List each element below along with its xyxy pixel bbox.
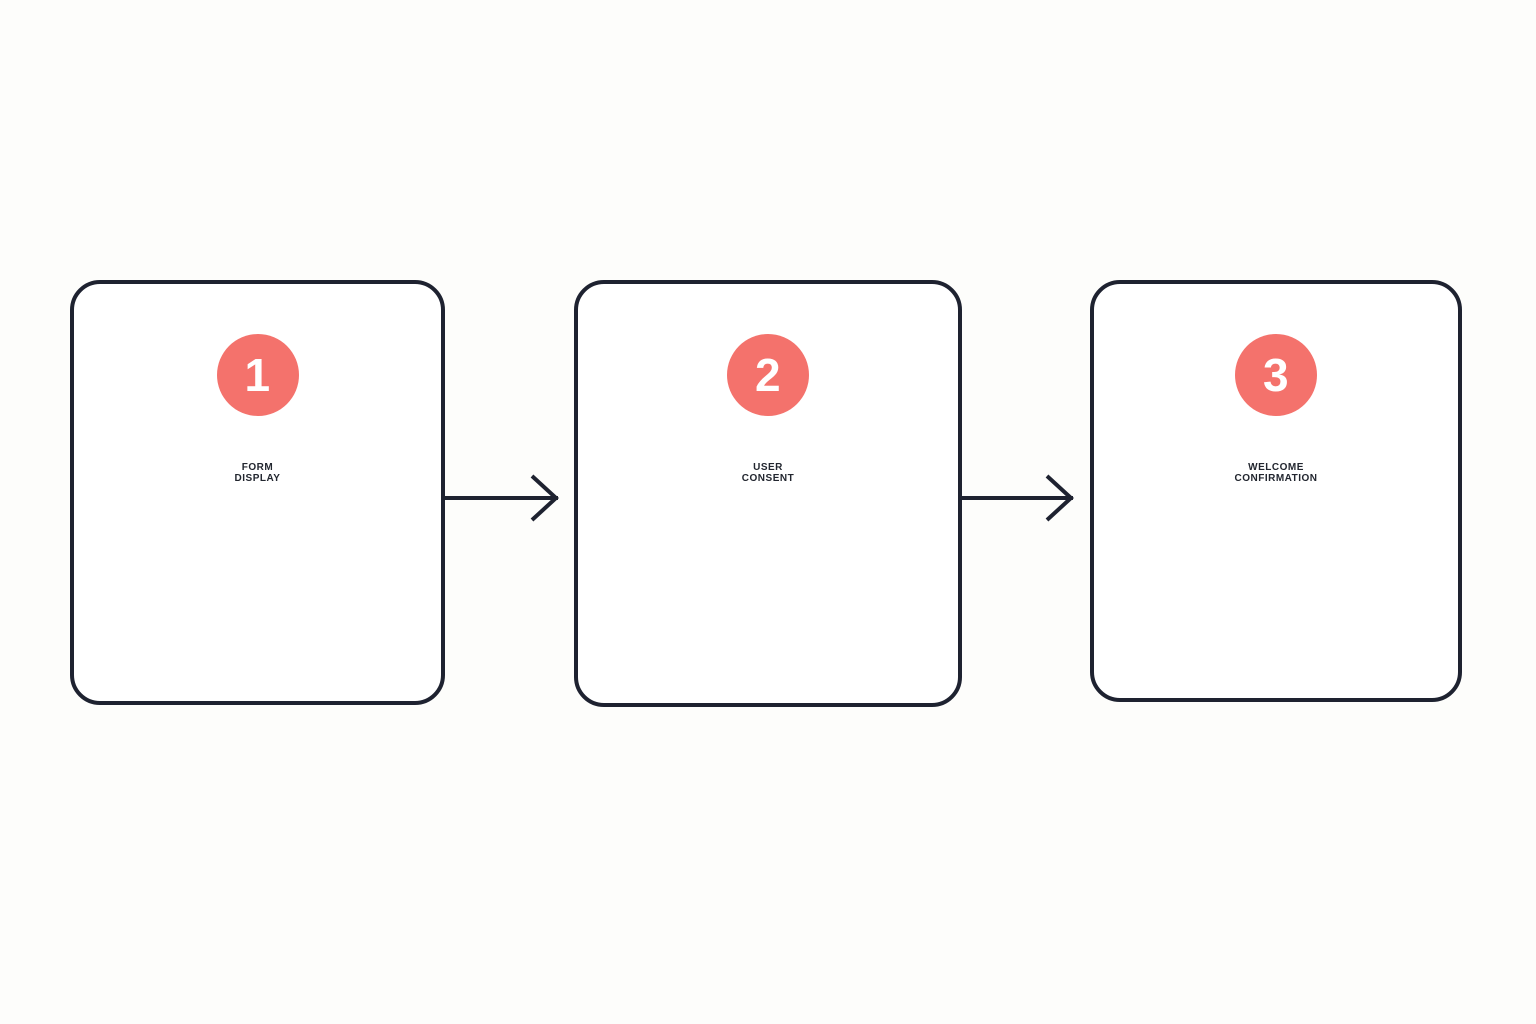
step-number-label-3: 3 — [1262, 349, 1290, 401]
step-label-2-line-1: USER — [753, 462, 783, 473]
step-label-2-line-2: CONSENT — [741, 473, 795, 485]
step-label-2: USER CONSENT — [578, 462, 958, 484]
step-number-badge-2: 2 — [727, 334, 809, 416]
step-number-badge-3: 3 — [1235, 334, 1317, 416]
step-box-1[interactable]: 1 FORM DISPLAY — [70, 280, 445, 705]
step-label-3-line-2: CONFIRMATION — [1234, 473, 1318, 485]
arrow-right-icon — [443, 474, 559, 522]
connector-step1-to-step2 — [443, 468, 577, 528]
step-number-label-2: 2 — [754, 349, 782, 401]
step-number-badge-1: 1 — [216, 334, 299, 416]
arrow-right-icon — [960, 474, 1074, 522]
step-label-1-line-1: FORM — [241, 462, 274, 473]
step-label-1: FORM DISPLAY — [74, 462, 441, 484]
step-number-label-1: 1 — [244, 349, 271, 401]
step-box-2[interactable]: 2 USER CONSENT — [574, 280, 962, 707]
step-label-1-line-2: DISPLAY — [234, 473, 281, 485]
connector-step2-to-step3 — [960, 468, 1092, 528]
step-label-3-line-1: WELCOME — [1248, 462, 1304, 473]
step-label-3: WELCOME CONFIRMATION — [1094, 462, 1458, 484]
step-box-3[interactable]: 3 WELCOME CONFIRMATION — [1090, 280, 1462, 702]
